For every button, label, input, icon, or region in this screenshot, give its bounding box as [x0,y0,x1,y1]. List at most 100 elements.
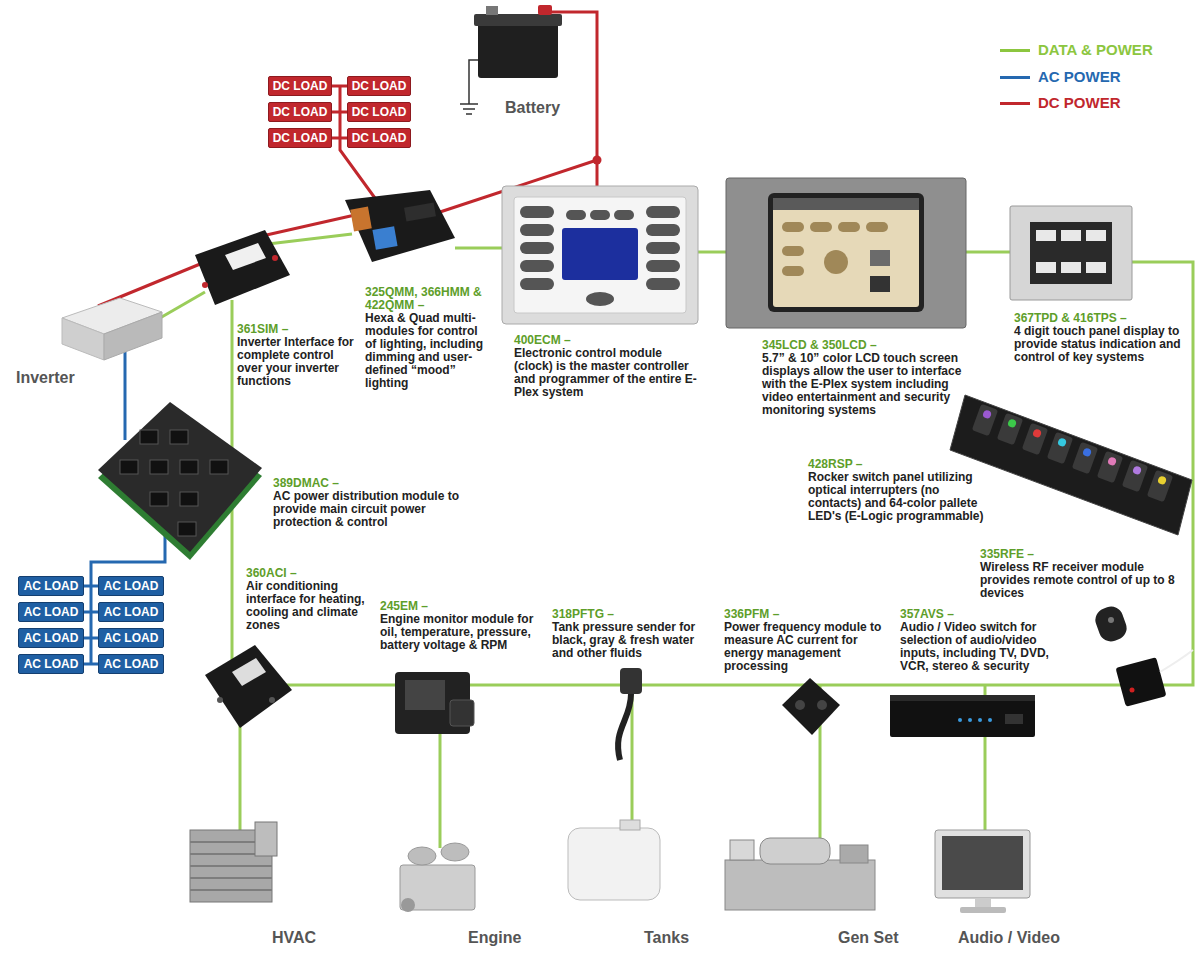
part-description: 4 digit touch panel display to provide s… [1014,325,1186,364]
data-power-wire [268,234,352,244]
rocker-switch-panel-illustration [1097,451,1123,483]
tank-sender-illustration [618,694,631,760]
ac-power-wire [84,586,98,664]
inverter-interface-illustration [272,255,278,261]
rocker-switch-panel-illustration [997,413,1023,445]
part-number: 361SIM – [237,323,357,336]
part-description: Power frequency module to measure AC cur… [724,621,884,673]
tank-illustration [568,820,660,900]
air-conditioning-interface-illustration [232,658,266,686]
ac-distribution-board-illustration [150,460,168,474]
touch-screen-illustration [866,222,888,232]
rocker-switch-panel-illustration [1107,456,1117,466]
battery-label: Battery [505,98,560,117]
touch-screen-illustration [824,250,848,274]
ac-load-box: AC LOAD [98,628,164,648]
multi-module-illustration [345,190,455,262]
ac-distribution-board-illustration [180,460,198,474]
legend-swatch [1000,76,1030,79]
ground-symbol [460,60,478,114]
control-module-illustration [514,197,686,313]
ac-distribution-board-illustration [98,402,262,560]
component-callout: 318PFTG –Tank pressure sender for black,… [552,608,712,660]
data-power-wire [455,247,502,250]
touch-screen-illustration [838,222,860,232]
generator-illustration [760,838,830,864]
control-module-illustration [520,242,554,254]
rocker-switch-panel-illustration [997,413,1023,445]
part-number: 360ACI – [246,567,366,580]
dc-power-wire [262,215,355,236]
part-number: 325QMM, 366HMM & 422QMM – [365,286,487,312]
ground-symbol [460,60,478,114]
ac-distribution-board-illustration [210,460,228,474]
touch-panel-illustration [1061,230,1081,241]
control-module-illustration [520,278,554,290]
dc-load-box: DC LOAD [268,102,332,122]
rocker-switch-panel-illustration [982,409,992,419]
control-module-illustration [520,206,554,218]
component-callout: 345LCD & 350LCD –5.7” & 10” color LCD to… [762,339,967,417]
legend-entry: AC POWER [1000,68,1121,86]
part-number: 336PFM – [724,608,884,621]
touch-screen-illustration [870,250,890,266]
part-number: 345LCD & 350LCD – [762,339,967,352]
legend-label: DC POWER [1038,94,1121,112]
touch-screen-illustration [773,198,919,307]
dc-load-box: DC LOAD [268,128,332,148]
rocker-switch-panel-illustration [1072,442,1098,474]
monitor-illustration [942,836,1023,890]
load-label: DC LOAD [352,131,407,145]
touch-screen-illustration [782,266,804,276]
rocker-switch-panel-illustration [1022,423,1048,455]
part-number: 245EM – [380,600,540,613]
data-power-wire [966,251,1010,254]
ac-power-wire [124,352,127,440]
rocker-switch-panel-illustration [1007,418,1017,428]
rf-receiver-illustration [1130,688,1135,693]
air-conditioning-interface-illustration [217,697,223,703]
multi-module-illustration [404,203,436,222]
rocker-switch-panel-illustration [1132,465,1142,475]
load-label: AC LOAD [104,657,159,671]
ac-distribution-board-illustration [170,430,188,444]
air-conditioning-interface-illustration [205,645,292,728]
control-module-illustration [646,242,680,254]
load-label: DC LOAD [352,105,407,119]
load-label: DC LOAD [273,105,328,119]
touch-screen-illustration [773,198,919,210]
part-number: 389DMAC – [273,477,463,490]
part-description: 5.7” & 10” color LCD touch screen displa… [762,352,967,417]
ac-load-box: AC LOAD [98,576,164,596]
data-power-wire [232,262,1193,685]
power-frequency-module-illustration [817,700,827,710]
battery-illustration [538,5,552,15]
legend-label: DATA & POWER [1038,41,1153,59]
engine-illustration [408,847,436,865]
system-label: Gen Set [838,928,898,947]
power-frequency-module-illustration [782,678,840,735]
battery-illustration [478,22,558,78]
audio-video-switch-illustration [890,695,1035,737]
touch-panel-illustration [1010,206,1132,300]
ac-distribution-board-illustration [178,522,196,536]
data-power-wire [160,234,1193,848]
part-description: Wireless RF receiver module provides rem… [980,561,1180,600]
monitor-illustration [960,907,1006,913]
rocker-switch-panel-illustration [1082,447,1092,457]
part-number: 367TPD & 416TPS – [1014,312,1186,325]
dc-load-box: DC LOAD [347,102,411,122]
audio-video-switch-illustration [890,695,1035,737]
part-number: 318PFTG – [552,608,712,621]
control-module-illustration [502,186,698,324]
ac-distribution-board-illustration [120,460,138,474]
engine-monitor-illustration [395,672,474,734]
rocker-switch-panel-illustration [1157,475,1167,485]
part-description: AC power distribution module to provide … [273,490,463,529]
inverter-interface-illustration [195,230,290,305]
audio-video-switch-illustration [1005,714,1023,724]
load-label: AC LOAD [104,579,159,593]
